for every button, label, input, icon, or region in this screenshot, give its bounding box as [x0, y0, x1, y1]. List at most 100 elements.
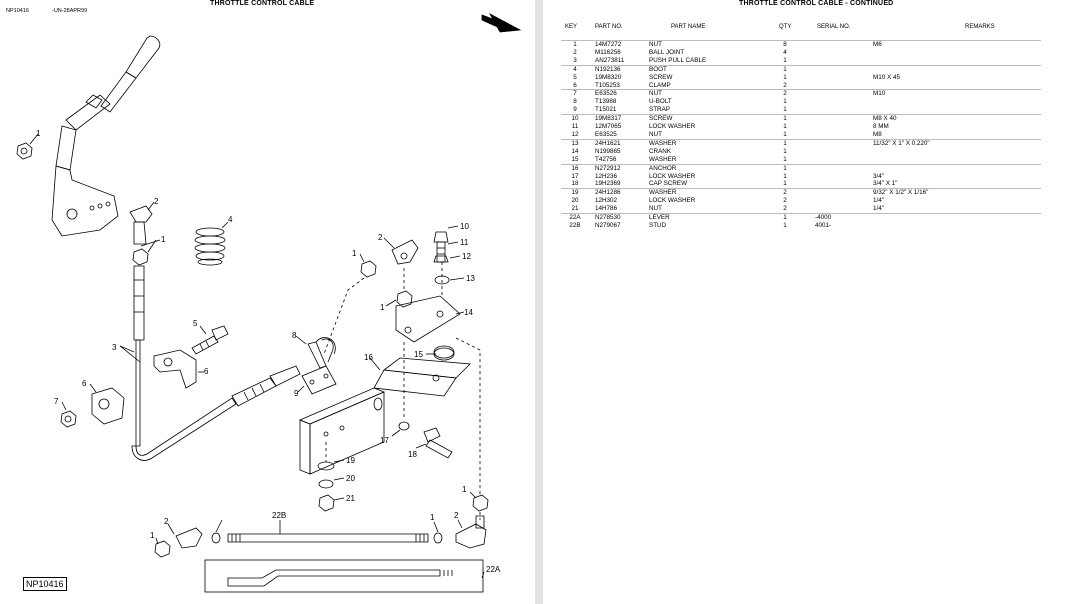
diagram-box-label: NP10416	[23, 577, 67, 591]
cell-part-no: T42756	[595, 155, 617, 163]
cell-serial-no	[813, 49, 867, 57]
cell-part-no: N278530	[589, 213, 643, 222]
cell-part-name: SCREW	[649, 73, 673, 81]
cell-part-no: 19M8320	[595, 73, 622, 81]
cell-key: 15	[571, 155, 579, 163]
cell-remarks	[867, 82, 1041, 90]
cell-part-no: 14M7272	[589, 39, 643, 49]
cell-part-name: WASHER	[643, 138, 757, 148]
callout-1c: 1	[352, 249, 357, 258]
cell-key: 10	[561, 114, 589, 124]
cell-part-no: E63526	[589, 89, 643, 99]
cell-part-name: LOCK WASHER	[649, 123, 696, 131]
cell-part-no: 14H786	[595, 205, 618, 213]
cell-part-no: T105253	[595, 81, 620, 89]
cell-serial-no	[813, 57, 867, 65]
cell-key: 4	[561, 64, 589, 74]
header-qty: QTY	[779, 24, 792, 30]
cell-part-name: LEVER	[643, 213, 757, 222]
diagram-code: NP10416	[6, 8, 29, 14]
cell-serial-no	[813, 98, 867, 106]
callout-2a: 2	[154, 197, 159, 206]
cell-qty: 1	[783, 106, 787, 114]
cell-part-name: STRAP	[649, 106, 670, 114]
cell-serial-no	[813, 156, 867, 164]
callout-17: 17	[380, 436, 389, 445]
cell-qty: 1	[757, 213, 813, 222]
callout-18: 18	[408, 450, 417, 459]
callout-1a: 1	[36, 129, 41, 138]
cell-qty: 2	[757, 89, 813, 99]
callout-3: 3	[112, 343, 117, 352]
cell-serial-no	[813, 39, 867, 49]
cell-qty: 1	[783, 130, 787, 138]
cell-part-name: NUT	[643, 89, 757, 99]
header-remarks: REMARKS	[965, 24, 995, 30]
cell-part-no: T15021	[595, 106, 617, 114]
cell-part-name: CRANK	[649, 147, 672, 155]
parts-list-page: THROTTLE CONTROL CABLE - CONTINUED KEY P…	[543, 0, 1078, 604]
cell-qty: 1	[783, 123, 787, 131]
cell-qty: 1	[783, 98, 787, 106]
ball-joint-drawing	[129, 201, 155, 245]
callout-7: 7	[54, 397, 59, 406]
clamp-drawing	[153, 349, 197, 389]
cell-qty: 1	[783, 172, 787, 180]
cell-remarks: 3/4" X 1"	[873, 180, 898, 188]
diagram-title: THROTTLE CONTROL CABLE	[210, 0, 315, 7]
cell-part-name: WASHER	[643, 188, 757, 198]
cell-remarks	[867, 213, 1041, 222]
cell-part-name: NUT	[643, 39, 757, 49]
cell-part-no: E63525	[595, 130, 617, 138]
cell-key: 9	[573, 106, 577, 114]
callout-15: 15	[414, 350, 423, 359]
cell-remarks	[867, 98, 1041, 106]
callout-10: 10	[460, 222, 469, 231]
callout-2c: 2	[164, 517, 169, 526]
cell-part-no: T13988	[595, 98, 617, 106]
cell-serial-no	[813, 74, 867, 82]
cell-key: 18	[571, 180, 579, 188]
header-part-name: PART NAME	[671, 24, 706, 30]
screw-drawing	[191, 325, 229, 355]
cell-key: 5	[573, 73, 577, 81]
cell-part-no: N279067	[595, 221, 621, 229]
cell-key: 22A	[561, 213, 589, 222]
table-row: 9 T15021 STRAP 1	[561, 106, 1041, 114]
cell-serial-no	[813, 106, 867, 114]
cell-serial-no	[813, 114, 867, 124]
callout-2d: 2	[454, 511, 459, 520]
cell-remarks: M8	[873, 130, 882, 138]
throttle-lever-drawing	[51, 35, 161, 237]
cell-part-no: N272912	[589, 163, 643, 173]
cell-key: 11	[571, 123, 579, 131]
callout-20: 20	[346, 474, 355, 483]
cell-serial-no	[813, 82, 867, 90]
cell-qty: 1	[783, 180, 787, 188]
cell-part-name: SCREW	[643, 114, 757, 124]
push-pull-cable-drawing	[131, 265, 301, 461]
lever-22a-drawing	[204, 559, 484, 593]
cell-part-no: AN273811	[595, 56, 625, 64]
cell-qty: 1	[757, 64, 813, 74]
cell-serial-no	[813, 64, 867, 74]
cell-serial-no	[813, 123, 867, 131]
diagram-page: THROTTLE CONTROL CABLE NP10416 -UN-28APR…	[0, 0, 535, 604]
callout-6b: 6	[82, 379, 87, 388]
cell-remarks	[867, 57, 1041, 65]
cell-key: 8	[573, 98, 577, 106]
stud-drawing	[227, 533, 429, 543]
callout-16: 16	[364, 353, 373, 362]
